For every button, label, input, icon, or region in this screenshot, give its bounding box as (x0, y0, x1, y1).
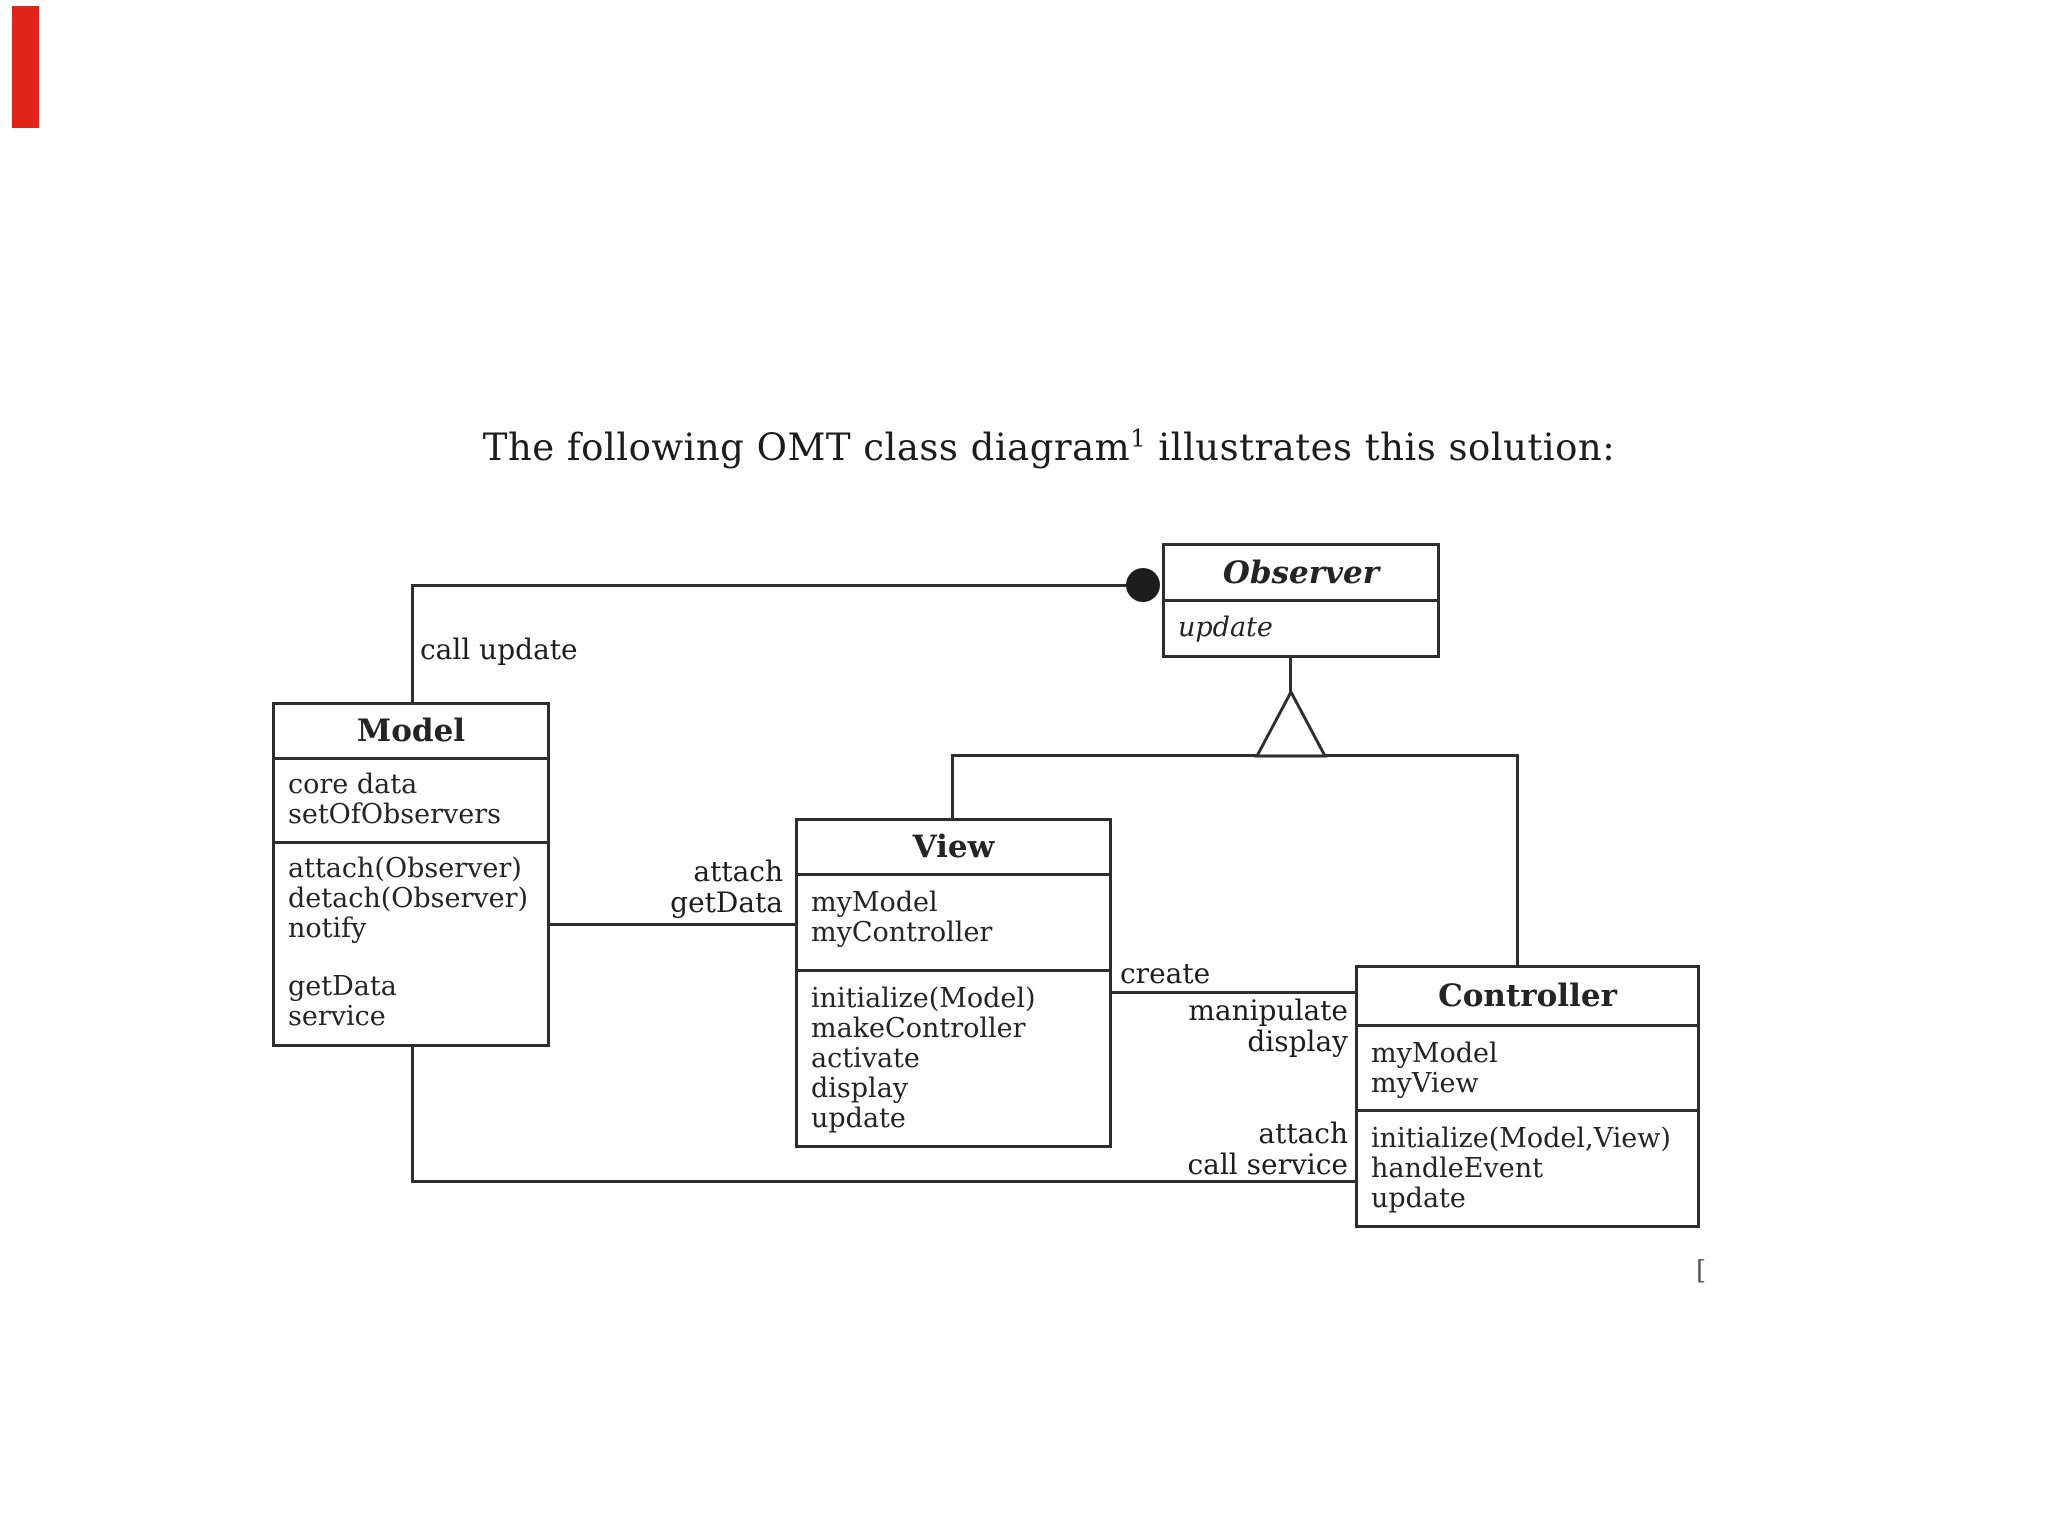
edge-label-call-service: call service (1187, 1148, 1348, 1181)
controller-operation: handleEvent (1371, 1153, 1543, 1184)
edge-call-update-horizontal (411, 584, 1131, 587)
stray-bracket-mark: [ (1696, 1256, 1707, 1286)
inheritance-stem (1289, 654, 1292, 694)
edge-label-display: display (1247, 1025, 1348, 1058)
footnote-superscript: 1 (1130, 424, 1147, 453)
edge-label-attach2: attach (1258, 1117, 1348, 1150)
class-title-model: Model (275, 705, 547, 760)
class-box-controller: Controller myModel myView initialize(Mod… (1355, 965, 1700, 1228)
edge-call-update-vertical (411, 585, 414, 703)
view-operation: initialize(Model) (811, 983, 1036, 1014)
view-attribute: myModel (811, 887, 938, 918)
edge-label-create: create (1120, 957, 1211, 990)
blank-line (275, 944, 547, 972)
controller-operation: update (1371, 1183, 1466, 1214)
model-operation: detach(Observer) (288, 883, 529, 914)
caption-text-tail: illustrates this solution: (1146, 426, 1616, 469)
inheritance-drop-to-controller (1516, 754, 1519, 967)
model-operation: attach(Observer) (288, 853, 522, 884)
edge-label-attach-callservice: attach call service (1120, 1118, 1348, 1180)
model-operation: notify (288, 913, 367, 944)
model-attribute: core data (288, 769, 418, 800)
inheritance-horizontal (951, 754, 1519, 757)
view-attributes: myModel myController (798, 876, 1109, 972)
view-operation: update (811, 1103, 906, 1134)
edge-label-attach: attach (693, 855, 783, 888)
model-attributes: core data setOfObservers (275, 760, 547, 844)
edge-label-manipulate: manipulate (1188, 994, 1348, 1027)
model-operations: attach(Observer) detach(Observer) notify… (275, 844, 547, 1044)
controller-operations: initialize(Model,View) handleEvent updat… (1358, 1112, 1697, 1225)
red-scan-artifact-bar (12, 6, 39, 128)
model-operation: service (288, 1001, 386, 1032)
inheritance-drop-to-view (951, 754, 954, 820)
observer-operation: update (1178, 612, 1273, 643)
view-operation: makeController (811, 1013, 1026, 1044)
controller-attribute: myModel (1371, 1038, 1498, 1069)
model-operation: getData (288, 971, 397, 1002)
edge-model-view (550, 923, 796, 926)
edge-label-call-update: call update (420, 633, 578, 666)
class-box-model: Model core data setOfObservers attach(Ob… (272, 702, 550, 1047)
class-title-observer: Observer (1165, 546, 1437, 602)
model-attribute: setOfObservers (288, 799, 501, 830)
edge-label-getdata: getData (670, 886, 783, 919)
edge-bottom-horizontal (411, 1180, 1358, 1183)
inheritance-triangle-icon (1254, 689, 1328, 758)
class-title-view: View (798, 821, 1109, 876)
edge-bottom-vertical (411, 1045, 414, 1183)
view-attribute: myController (811, 917, 993, 948)
edge-view-controller (1112, 991, 1357, 994)
view-operation: display (811, 1073, 909, 1104)
class-title-controller: Controller (1358, 968, 1697, 1027)
edge-label-manipulate-display: manipulate display (1140, 995, 1348, 1057)
controller-attributes: myModel myView (1358, 1027, 1697, 1112)
view-operations: initialize(Model) makeController activat… (798, 972, 1109, 1145)
multiplicity-dot-icon (1126, 568, 1160, 602)
controller-operation: initialize(Model,View) (1371, 1123, 1671, 1154)
view-operation: activate (811, 1043, 920, 1074)
edge-label-attach-getdata: attach getData (600, 856, 783, 918)
class-box-observer: Observer update (1162, 543, 1440, 658)
diagram-caption: The following OMT class diagram1 illustr… (374, 426, 1724, 469)
class-box-view: View myModel myController initialize(Mod… (795, 818, 1112, 1148)
controller-attribute: myView (1371, 1068, 1479, 1099)
caption-text: The following OMT class diagram (482, 426, 1131, 469)
